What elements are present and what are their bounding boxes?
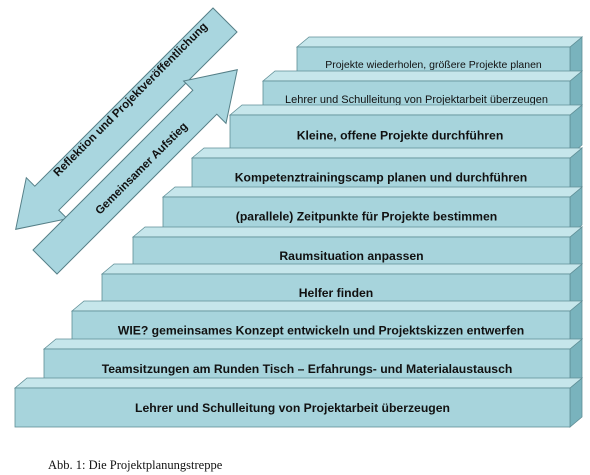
stair-step: Lehrer und Schulleitung von Projektarbei… xyxy=(13,377,584,428)
figure-caption: Abb. 1: Die Projektplanungstreppe xyxy=(48,458,223,472)
stair-step-label: (parallele) Zeitpunkte für Projekte best… xyxy=(236,209,497,223)
stair-step-top xyxy=(190,147,584,159)
stair-step: Kleine, offene Projekte durchführen xyxy=(228,104,584,156)
stair-step-label: Projekte wiederholen, größere Projekte p… xyxy=(325,59,542,71)
stair-step-label: WIE? gemeinsames Konzept entwickeln und … xyxy=(118,323,524,337)
stair-step-top xyxy=(70,300,584,312)
stair-step-label: Teamsitzungen am Runden Tisch – Erfahrun… xyxy=(102,362,513,376)
stair-step-label: Kleine, offene Projekte durchführen xyxy=(297,128,504,142)
stair-step-label: Lehrer und Schulleitung von Projektarbei… xyxy=(285,94,548,106)
stair-step-top xyxy=(13,377,584,389)
ascent-arrow-shape xyxy=(32,69,238,275)
stair-step-top xyxy=(228,104,584,116)
stair-step-top xyxy=(295,36,584,48)
stair-step-top xyxy=(100,263,584,275)
reflection-arrow xyxy=(15,7,238,230)
stair-step-front xyxy=(14,387,571,428)
stair-step-top xyxy=(42,338,584,350)
staircase: Projekte wiederholen, größere Projekte p… xyxy=(13,36,584,428)
stair-step-top xyxy=(131,226,584,238)
stair-step-label: Kompetenztrainingscamp planen und durchf… xyxy=(235,170,528,184)
reflection-arrow-shape xyxy=(15,7,238,230)
stair-step-label: Raumsituation anpassen xyxy=(279,249,423,263)
stair-step-top xyxy=(161,186,584,198)
stair-step-label: Lehrer und Schulleitung von Projektarbei… xyxy=(135,401,450,415)
ascent-arrow xyxy=(32,69,238,275)
stair-step-label: Helfer finden xyxy=(299,286,374,300)
stair-step-top xyxy=(261,70,584,82)
